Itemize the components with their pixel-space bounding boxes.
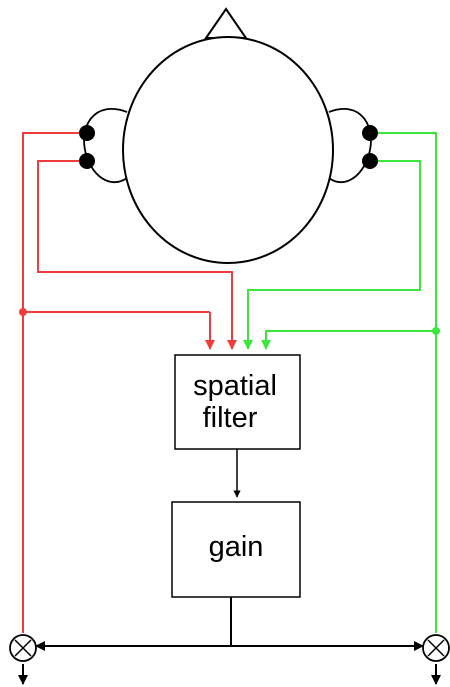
head: [83, 7, 372, 264]
right-lower-electrode-icon: [362, 153, 378, 169]
gain-output-wires: [35, 597, 424, 651]
left-upper-electrode-icon: [79, 125, 95, 141]
gain-label: gain: [209, 531, 264, 563]
right-ear-icon: [328, 108, 372, 184]
gain-block: gain: [171, 501, 301, 598]
right-junction-dot-icon: [432, 327, 440, 335]
right-multiplier-icon: [422, 634, 450, 662]
left-wire-outer: [22, 132, 82, 633]
spatial-filter-block: spatial filter: [174, 354, 301, 450]
left-signal-wires: [22, 132, 237, 633]
spatial-filter-label-line2: filter: [203, 402, 258, 434]
left-multiplier-icon: [9, 634, 37, 662]
right-signal-wires: [243, 132, 437, 633]
left-lower-electrode-icon: [79, 153, 95, 169]
right-branch-wire: [261, 330, 436, 350]
spatial-filter-label-line1: spatial: [193, 370, 277, 402]
gain-box: [171, 501, 301, 598]
left-junction-dot-icon: [19, 308, 27, 316]
electrodes: [79, 125, 378, 169]
right-wire-outer: [373, 132, 437, 633]
right-wire-inner: [243, 160, 421, 350]
head-outline: [122, 36, 334, 264]
left-ear-icon: [83, 108, 128, 184]
spatial-filter-box: [174, 354, 301, 450]
left-wire-inner: [37, 160, 237, 350]
nose-icon: [204, 7, 248, 39]
right-upper-electrode-icon: [362, 125, 378, 141]
